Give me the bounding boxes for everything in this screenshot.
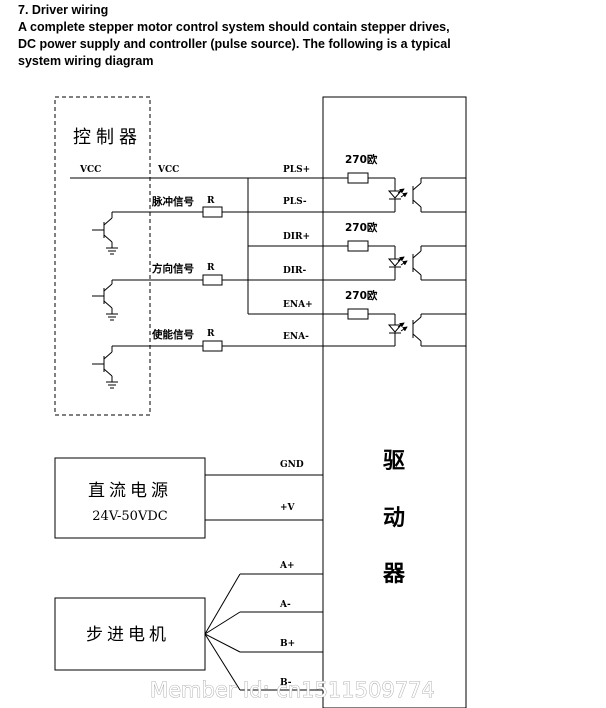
- dir-minus-label: DIR-: [283, 266, 306, 276]
- direction-signal-label: 方向信号: [152, 262, 194, 275]
- driver-resistor-label-2: 270欧: [345, 221, 378, 234]
- pulse-signal-label: 脉冲信号: [151, 195, 194, 208]
- controller-resistor-3: [202, 340, 223, 352]
- gnd-label: GND: [280, 460, 304, 470]
- power-supply-box: [54, 457, 206, 539]
- controller-resistor-2: [202, 274, 223, 286]
- transistor-3: [92, 346, 118, 389]
- a-plus-label: A+: [279, 561, 295, 571]
- transistor-1: [92, 212, 118, 255]
- driver-box: [322, 96, 467, 708]
- dir-plus-label: DIR+: [283, 232, 310, 242]
- vcc-right-label: VCC: [157, 165, 179, 175]
- power-supply-label: 直流电源: [88, 481, 172, 501]
- controller-resistor-label-2: R: [207, 263, 215, 273]
- controller-box: [54, 96, 151, 416]
- controller-label: 控制器: [73, 127, 142, 148]
- driver-resistor-label-3: 270欧: [345, 289, 378, 302]
- optocoupler-3: [323, 308, 466, 347]
- driver-resistor-label-1: 270欧: [345, 153, 378, 166]
- vcc-left-label: VCC: [79, 165, 101, 175]
- controller-resistor-label-1: R: [207, 196, 215, 206]
- header: 7. Driver wiring A complete stepper moto…: [18, 2, 598, 70]
- b-minus-label: B-: [280, 678, 292, 688]
- section-title: 7. Driver wiring: [18, 3, 109, 17]
- ena-plus-label: ENA+: [283, 300, 313, 310]
- driver-name-char-2: 动: [383, 505, 405, 531]
- pls-minus-label: PLS-: [283, 197, 307, 207]
- ena-minus-label: ENA-: [283, 332, 309, 342]
- optocoupler-1: [323, 172, 466, 213]
- description-line-3: system wiring diagram: [18, 54, 154, 68]
- optocoupler-2: [323, 240, 466, 281]
- stepper-motor-label: 步进电机: [86, 625, 170, 645]
- description-line-1: A complete stepper motor control system …: [18, 20, 450, 34]
- driver-name-char-1: 驱: [383, 448, 405, 474]
- power-supply-spec: 24V-50VDC: [92, 509, 167, 524]
- transistor-2: [92, 280, 118, 321]
- a-minus-label: A-: [279, 600, 291, 610]
- description-line-2: DC power supply and controller (pulse so…: [18, 37, 451, 51]
- watermark: Member Id: cn1511509774: [150, 678, 435, 702]
- b-plus-label: B+: [280, 639, 295, 649]
- pls-plus-label: PLS+: [283, 165, 310, 175]
- plus-v-label: +V: [280, 503, 296, 513]
- driver-name-char-3: 器: [382, 561, 406, 587]
- controller-resistor-label-3: R: [207, 329, 215, 339]
- controller-resistor-1: [202, 206, 223, 218]
- enable-signal-label: 使能信号: [151, 328, 194, 341]
